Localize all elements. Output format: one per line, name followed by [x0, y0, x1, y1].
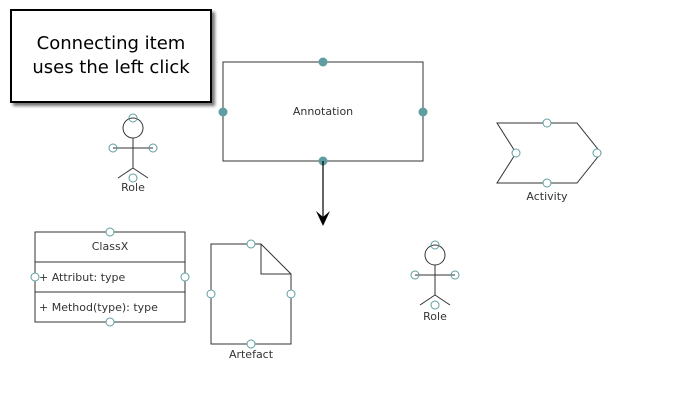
- connector-handle[interactable]: [511, 148, 521, 158]
- role-label-2: Role: [423, 310, 447, 323]
- connector-handle[interactable]: [128, 113, 138, 123]
- role-node-2[interactable]: [410, 240, 460, 310]
- artefact-label: Artefact: [228, 348, 274, 361]
- connector-handle[interactable]: [128, 173, 138, 183]
- class-method: + Method(type): type: [39, 301, 158, 314]
- class-name: ClassX: [91, 240, 129, 253]
- stick-figure-icon: [113, 117, 153, 179]
- connector-handle[interactable]: [542, 178, 552, 188]
- connector-handle[interactable]: [410, 270, 420, 280]
- activity-label: Activity: [526, 190, 568, 203]
- activity-node[interactable]: [496, 118, 602, 188]
- connector-handle[interactable]: [430, 300, 440, 310]
- pending-connection: [316, 161, 330, 226]
- connector-handle[interactable]: [592, 148, 602, 158]
- instruction-callout: Connecting item uses the left click: [10, 9, 212, 103]
- stick-figure-icon: [415, 244, 455, 306]
- connector-handle[interactable]: [246, 239, 256, 249]
- connector-handle[interactable]: [206, 289, 216, 299]
- connector-handle[interactable]: [246, 339, 256, 349]
- annotation-label: Annotation: [292, 105, 354, 118]
- arrowhead-icon: [316, 211, 330, 226]
- connector-handle[interactable]: [180, 272, 190, 282]
- class-node[interactable]: [30, 227, 190, 327]
- role-label-1: Role: [121, 181, 145, 194]
- connector-handle[interactable]: [105, 227, 115, 237]
- connector-handle[interactable]: [430, 240, 440, 250]
- page-fold: [260, 244, 291, 275]
- connector-handle[interactable]: [30, 272, 40, 282]
- connector-handle[interactable]: [286, 289, 296, 299]
- connector-handle[interactable]: [450, 270, 460, 280]
- callout-line-2: uses the left click: [32, 57, 190, 78]
- callout-line-1: Connecting item: [36, 33, 186, 54]
- connector-handle[interactable]: [542, 118, 552, 128]
- artefact-node[interactable]: [206, 239, 296, 349]
- connector-handle-filled-top[interactable]: [318, 57, 328, 67]
- connector-handle[interactable]: [105, 317, 115, 327]
- connector-handle-filled-left[interactable]: [218, 107, 228, 117]
- connector-handle[interactable]: [108, 143, 118, 153]
- class-attribute: + Attribut: type: [39, 271, 126, 284]
- document-icon[interactable]: [210, 243, 292, 345]
- annotation-box[interactable]: [222, 61, 424, 162]
- annotation-node[interactable]: [218, 57, 428, 166]
- connector-handle[interactable]: [148, 143, 158, 153]
- connector-handle-filled-right[interactable]: [418, 107, 428, 117]
- role-node-1[interactable]: [108, 113, 158, 183]
